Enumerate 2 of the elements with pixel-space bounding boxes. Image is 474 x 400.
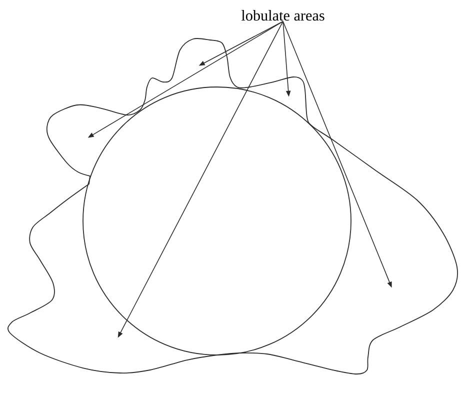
callout-label: lobulate areas xyxy=(241,10,324,21)
lobulate-outline xyxy=(8,38,458,374)
